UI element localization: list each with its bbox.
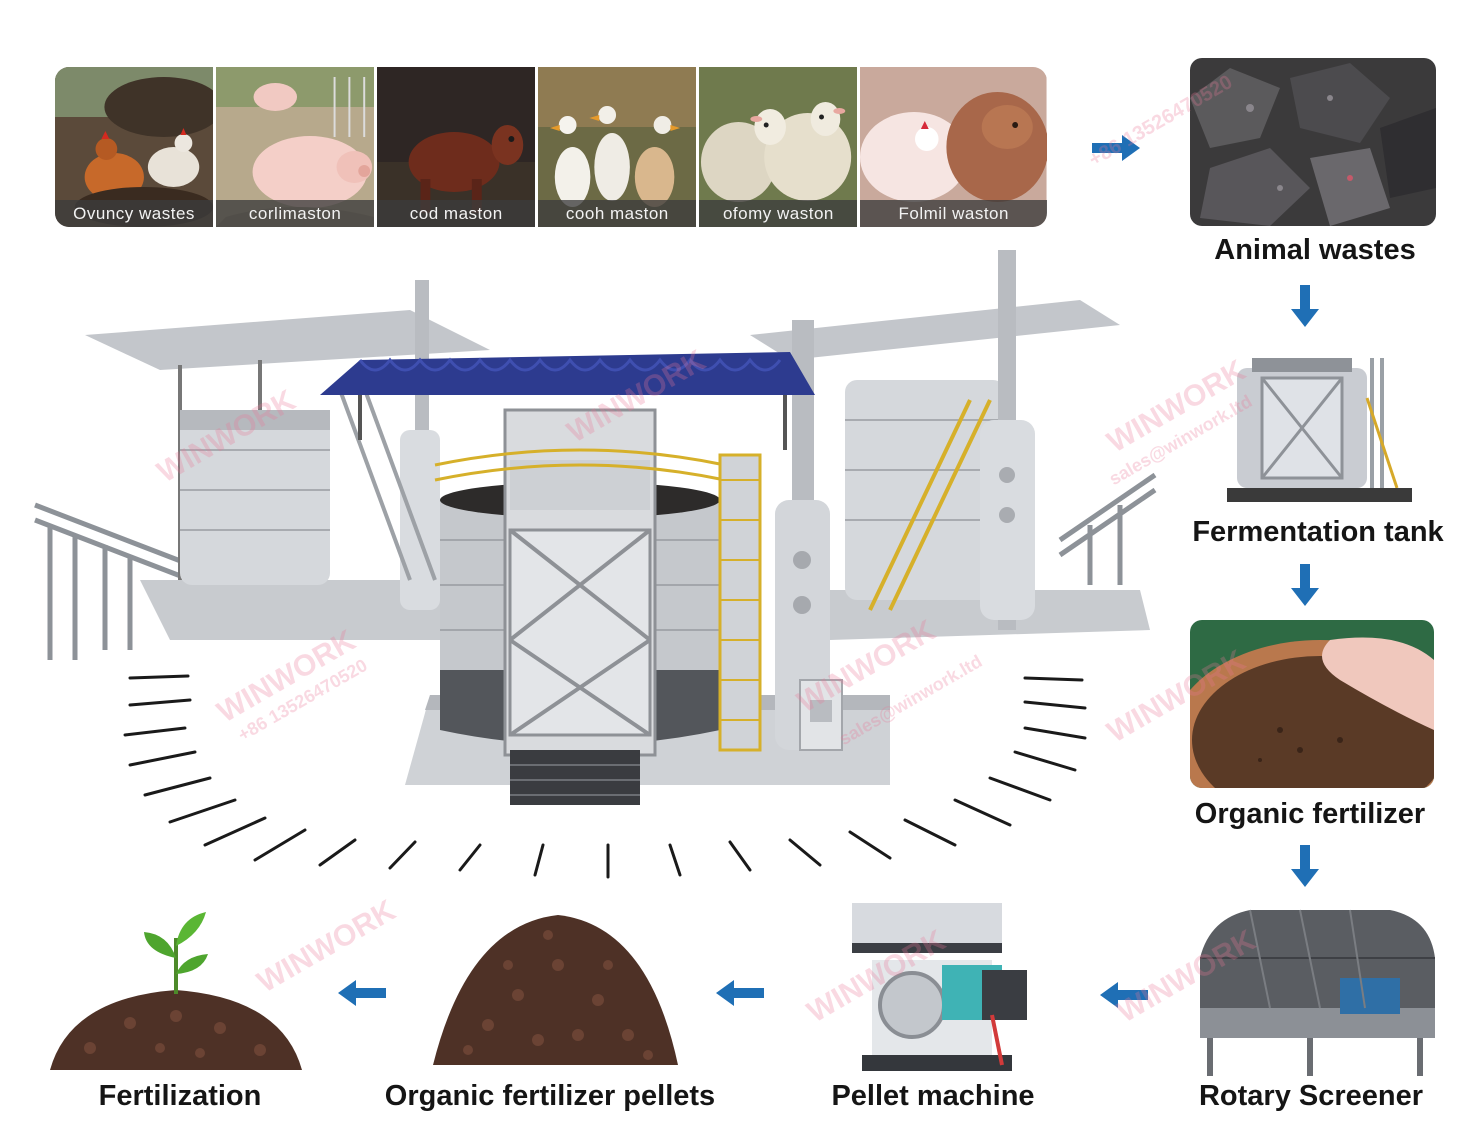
photo-cow: cod maston bbox=[377, 67, 539, 227]
arrow-left-icon bbox=[1098, 980, 1148, 1010]
photo-caption: cooh maston bbox=[538, 200, 697, 227]
photo-caption: Folmil waston bbox=[860, 200, 1047, 227]
photo-sheep: ofomy waston bbox=[699, 67, 861, 227]
animal-wastes-image bbox=[1190, 58, 1436, 226]
arrow-right-icon bbox=[1092, 133, 1142, 163]
photo-chickens: Ovuncy wastes bbox=[55, 67, 217, 227]
fermentation-tank-label: Fermentation tank bbox=[1192, 516, 1444, 548]
organic-fertilizer-image bbox=[1190, 620, 1434, 788]
rotary-screener-image bbox=[1190, 898, 1440, 1076]
photo-caption: ofomy waston bbox=[699, 200, 858, 227]
organic-fertilizer-label: Organic fertilizer bbox=[1194, 798, 1426, 830]
organic-fertilizer-pellets-image bbox=[428, 905, 680, 1075]
photo-ducks: cooh maston bbox=[538, 67, 700, 227]
arrow-down-icon bbox=[1290, 845, 1320, 887]
animal-wastes-label: Animal wastes bbox=[1214, 234, 1416, 266]
arrow-left-icon bbox=[714, 978, 764, 1008]
fertilization-label: Fertilization bbox=[98, 1080, 262, 1112]
organic-fertilizer-pellets-label: Organic fertilizer pellets bbox=[384, 1080, 716, 1112]
fermentation-tank-image bbox=[1212, 338, 1417, 506]
photo-mixed-animals: Folmil waston bbox=[860, 67, 1047, 227]
photo-pigs: corlimaston bbox=[216, 67, 378, 227]
pellet-machine-label: Pellet machine bbox=[831, 1080, 1035, 1112]
photo-caption: Ovuncy wastes bbox=[55, 200, 214, 227]
photo-caption: cod maston bbox=[377, 200, 536, 227]
arrow-left-icon bbox=[336, 978, 386, 1008]
fermentation-plant-illustration bbox=[30, 240, 1180, 890]
fertilization-image bbox=[50, 898, 302, 1076]
animal-photo-strip: Ovuncy wastes corlimaston cod maston bbox=[55, 67, 1047, 227]
arrow-down-icon bbox=[1290, 285, 1320, 327]
photo-caption: corlimaston bbox=[216, 200, 375, 227]
arrow-down-icon bbox=[1290, 564, 1320, 606]
pellet-machine-image bbox=[842, 895, 1032, 1075]
rotary-screener-label: Rotary Screener bbox=[1198, 1080, 1424, 1112]
